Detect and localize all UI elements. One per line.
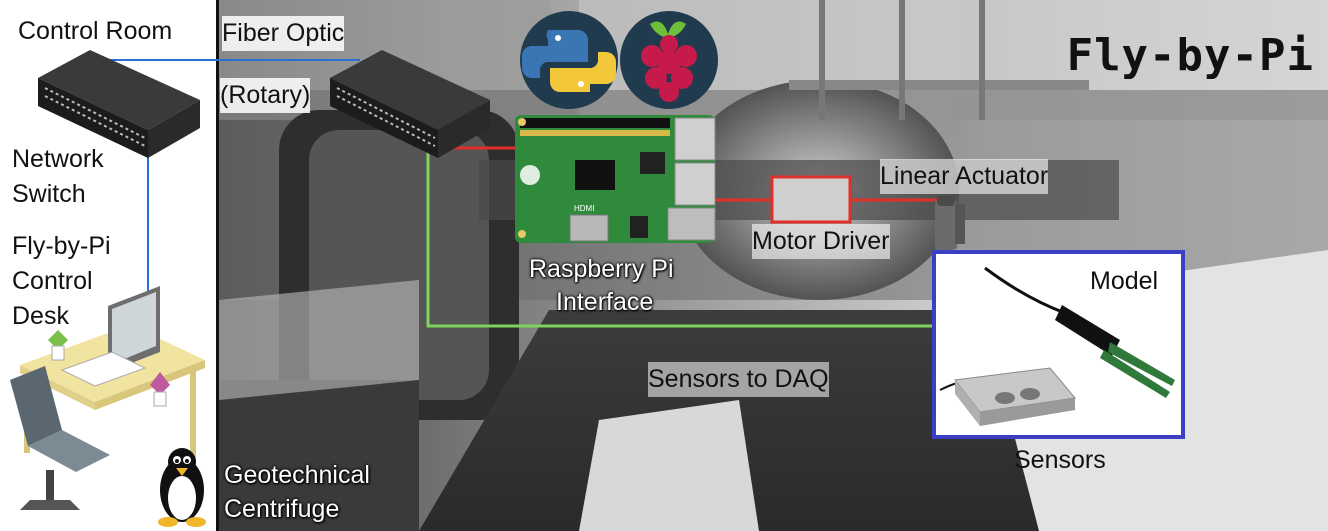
panel-divider (216, 0, 219, 531)
tux-penguin-icon (158, 448, 206, 527)
centrifuge-label-2: Centrifuge (224, 495, 340, 523)
rotary-label: (Rotary) (220, 78, 311, 113)
motor-driver-label: Motor Driver (752, 224, 890, 259)
board-hdmi-label: HDMI (574, 204, 595, 213)
control-desk-icon (10, 286, 205, 510)
rotary-switch-icon (330, 50, 490, 158)
raspberry-pi-label-1: Raspberry Pi (529, 255, 674, 283)
control-room-label: Control Room (18, 17, 173, 45)
python-logo-icon (520, 11, 618, 109)
network-switch-label-2: Switch (12, 180, 86, 208)
probe-sensor-icon (984, 266, 1175, 398)
raspberry-pi-label-2: Interface (556, 288, 654, 316)
network-switch-label-1: Network (12, 145, 104, 173)
fiber-optic-label: Fiber Optic (222, 16, 345, 51)
raspberry-pi-board (515, 115, 716, 243)
page-title: Fly-by-Pi (1066, 30, 1314, 81)
sensors-label: Sensors (1014, 446, 1106, 474)
raspberry-logo-icon (620, 11, 718, 109)
linear-actuator-label: Linear Actuator (880, 159, 1049, 194)
control-desk-label-2: Control (12, 267, 93, 295)
network-switch-icon (38, 50, 200, 158)
motor-driver-box (770, 175, 852, 224)
control-desk-label-3: Desk (12, 302, 69, 330)
control-desk-label-1: Fly-by-Pi (12, 232, 111, 260)
load-cell-icon (939, 367, 1076, 426)
sensors-to-daq-label: Sensors to DAQ (648, 362, 829, 397)
model-label: Model (1090, 267, 1159, 295)
sensors-daq-link (426, 150, 940, 328)
centrifuge-label-1: Geotechnical (224, 461, 370, 489)
